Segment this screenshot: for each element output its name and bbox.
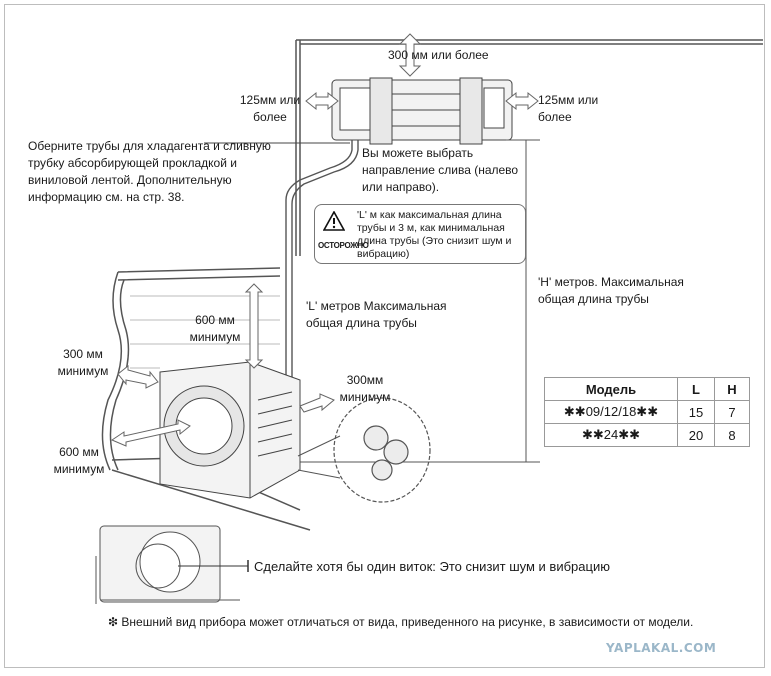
caution-box: ОСТОРОЖНО 'L' м как максимальная длина т… bbox=[314, 204, 526, 264]
header-l: L bbox=[677, 377, 715, 401]
table-cell: ✱✱09/12/18✱✱ bbox=[544, 400, 678, 424]
watermark: YAPLAKAL.COM bbox=[606, 641, 717, 655]
side-clearance-arrows bbox=[305, 91, 539, 111]
table-cell: ✱✱24✱✱ bbox=[544, 423, 678, 447]
header-h: H bbox=[714, 377, 750, 401]
drain-direction-note: Вы можете выбрать направление слива (нал… bbox=[362, 146, 519, 194]
footnote: ❇ Внешний вид прибора может отличаться о… bbox=[108, 615, 694, 629]
loop-unit bbox=[95, 525, 240, 604]
top-outdoor-clearance: 600 мм минимум bbox=[189, 313, 241, 344]
outdoor-unit bbox=[159, 361, 301, 499]
table-cell: 7 bbox=[714, 400, 750, 424]
caution-text: 'L' м как максимальная длина трубы и 3 м… bbox=[357, 209, 512, 260]
diagram-frame bbox=[4, 4, 765, 668]
header-model: Модель bbox=[544, 377, 678, 401]
table-cell: 8 bbox=[714, 423, 750, 447]
table-header-row: Модель L H bbox=[544, 377, 750, 401]
top-clearance-label: 300 мм или более bbox=[388, 48, 489, 62]
l-length-label: 'L' метров Максимальная общая длина труб… bbox=[306, 299, 447, 330]
wrap-pipes-note: Оберните трубы для хладагента и сливную … bbox=[28, 139, 271, 204]
caution-word: ОСТОРОЖНО bbox=[318, 241, 369, 250]
table-cell: 15 bbox=[677, 400, 715, 424]
wall-outline bbox=[295, 39, 763, 256]
table-row: ✱✱09/12/18✱✱ 15 7 bbox=[544, 400, 750, 424]
model-table: Модель L H ✱✱09/12/18✱✱ 15 7 ✱✱24✱✱ 20 8 bbox=[544, 377, 750, 447]
left-clearance-label: 125мм или более bbox=[239, 93, 301, 124]
front-outdoor-clearance: 600 мм минимум bbox=[53, 445, 105, 476]
warning-icon bbox=[323, 211, 345, 231]
outdoor-clearance-arrows bbox=[110, 283, 335, 447]
loop-note: Сделайте хотя бы один виток: Это снизит … bbox=[254, 559, 610, 574]
h-dimension bbox=[296, 139, 540, 463]
right-outdoor-clearance: 300мм минимум bbox=[339, 373, 391, 404]
indoor-unit bbox=[331, 77, 513, 145]
right-clearance-label: 125мм или более bbox=[538, 93, 599, 124]
table-cell: 20 bbox=[677, 423, 715, 447]
left-outdoor-clearance: 300 мм минимум bbox=[57, 347, 109, 378]
refrigerant-pipe bbox=[285, 140, 359, 470]
h-length-label: 'H' метров. Максимальная общая длина тру… bbox=[538, 275, 684, 306]
table-row: ✱✱24✱✱ 20 8 bbox=[544, 423, 750, 447]
top-clearance-arrow bbox=[398, 33, 422, 77]
valve-detail bbox=[297, 397, 431, 503]
